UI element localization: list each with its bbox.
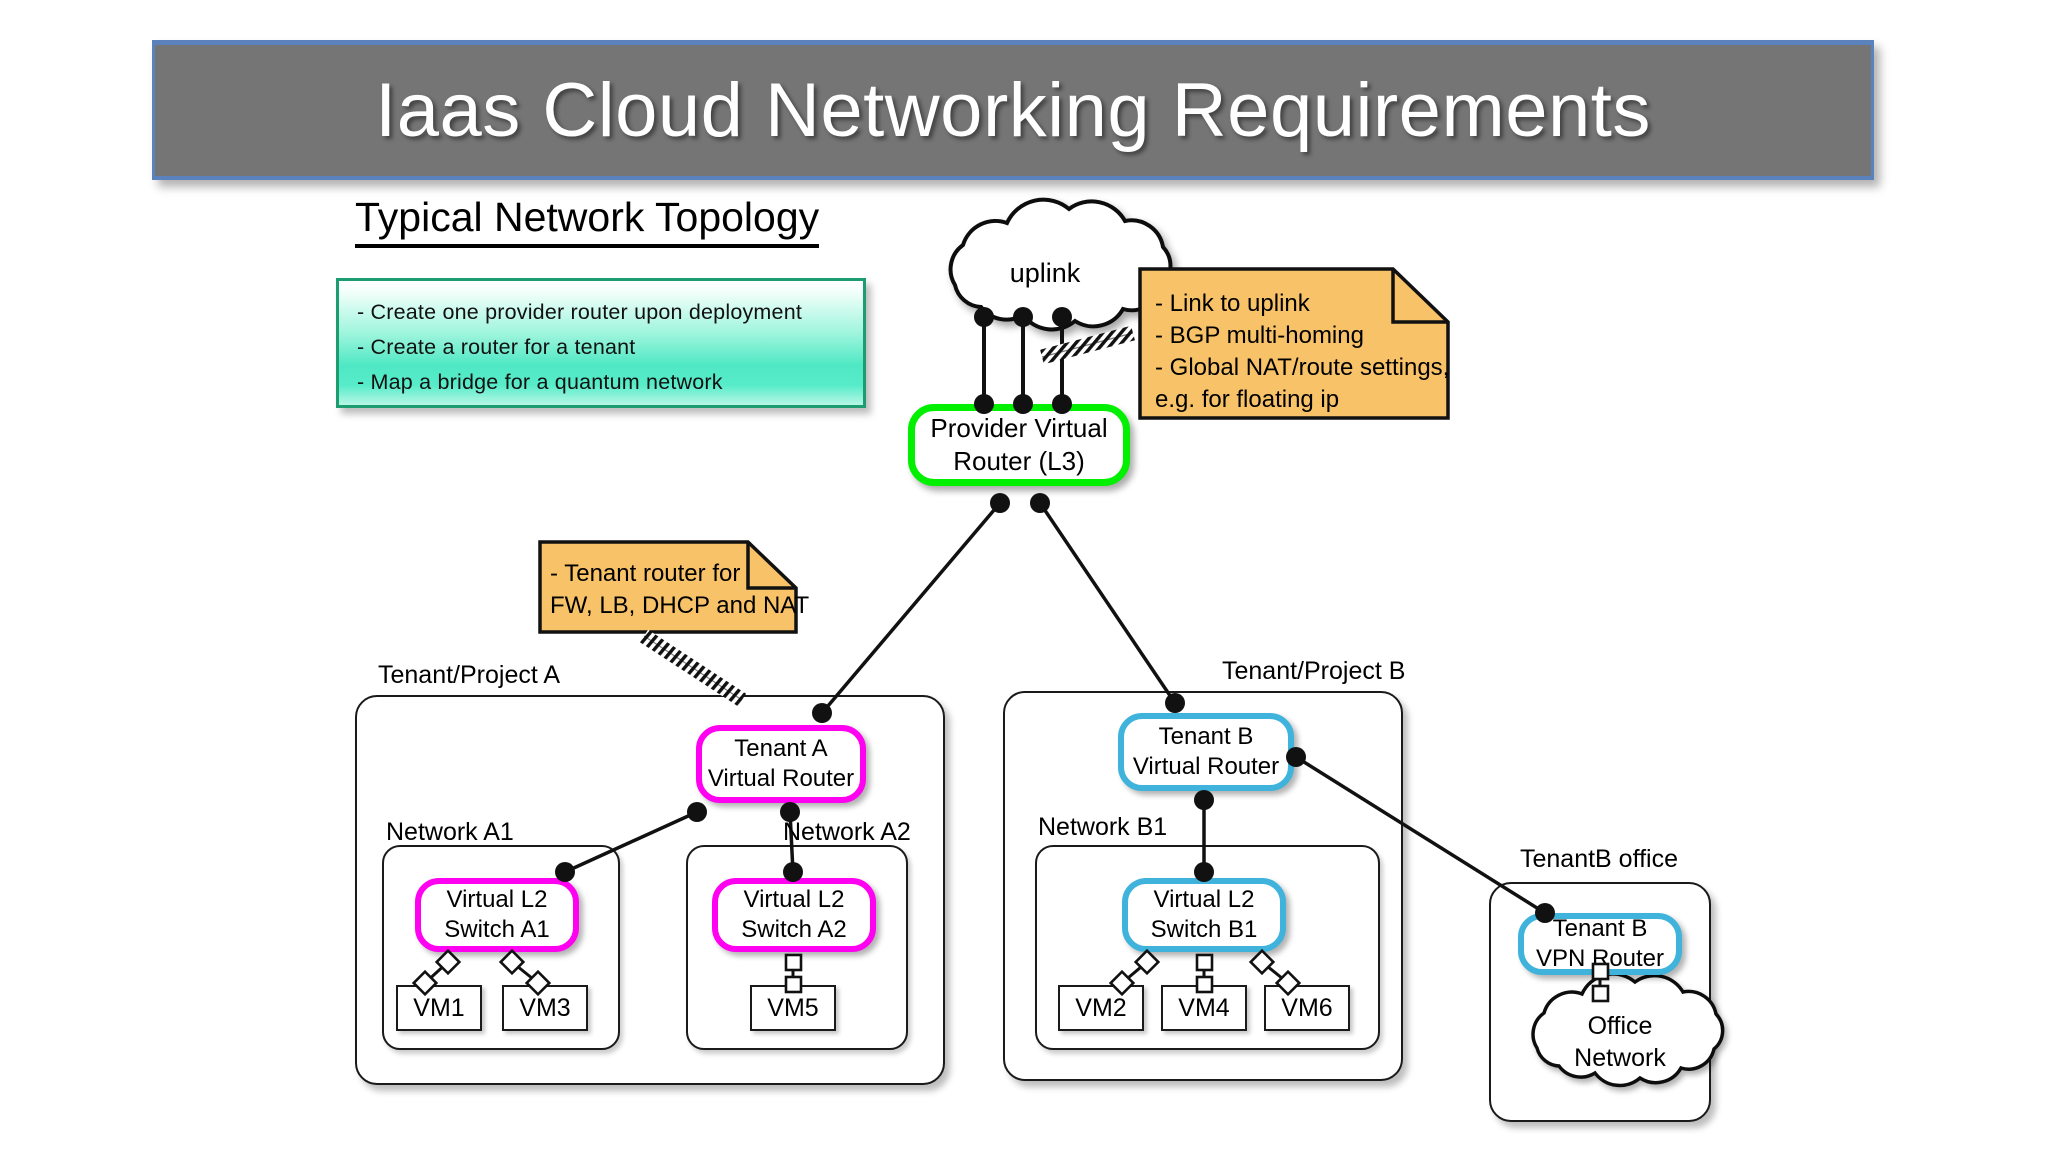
tenant-b-label: Tenant/Project B (1222, 657, 1406, 685)
vm-box-vm4[interactable]: VM4 (1161, 985, 1247, 1031)
vpn-router-line2: VPN Router (1535, 945, 1665, 972)
virtual-l2-switch-a2-node[interactable]: Virtual L2 Switch A2 (712, 878, 876, 952)
tenant-a-router-line1: Tenant A (734, 735, 828, 762)
switch-a1-line2: Switch A1 (444, 916, 550, 943)
tenant-router-note-line-2: FW, LB, DHCP and NAT (550, 592, 810, 619)
virtual-l2-switch-a1-node[interactable]: Virtual L2 Switch A1 (415, 878, 579, 952)
vm-box-vm2[interactable]: VM2 (1058, 985, 1144, 1031)
tenant-b-router-line2: Virtual Router (1132, 753, 1280, 780)
provider-router-line2: Router (L3) (953, 446, 1085, 476)
vm-box-vm3[interactable]: VM3 (502, 985, 588, 1031)
vm6-label: VM6 (1281, 993, 1333, 1022)
tenant-router-note-shape (538, 540, 798, 634)
uplink-note-line-2: - BGP multi-homing (1155, 322, 1364, 349)
title-banner: Iaas Cloud Networking Requirements (152, 40, 1874, 180)
callout-line-1: - Create one provider router upon deploy… (357, 300, 803, 324)
callout-line-2: - Create a router for a tenant (357, 334, 636, 359)
vpn-router-line1: Tenant B (1552, 915, 1648, 942)
network-b1-label: Network B1 (1038, 813, 1168, 841)
switch-a1-line1: Virtual L2 (446, 886, 548, 913)
vm1-label: VM1 (413, 993, 465, 1022)
callout-line-3: - Map a bridge for a quantum network (357, 369, 723, 394)
vm-box-vm5[interactable]: VM5 (750, 985, 836, 1031)
vm-box-vm6[interactable]: VM6 (1264, 985, 1350, 1031)
office-network-label-line1: Office (1587, 1012, 1653, 1040)
tenant-a-router-line2: Virtual Router (707, 765, 855, 792)
vm-box-vm1[interactable]: VM1 (396, 985, 482, 1031)
uplink-note-line-3: - Global NAT/route settings, (1155, 354, 1450, 381)
uplink-note-line-1: - Link to uplink (1155, 290, 1310, 317)
provider-router-line1: Provider Virtual (930, 413, 1108, 444)
network-a2-label: Network A2 (783, 818, 911, 846)
section-heading: Typical Network Topology (355, 194, 820, 248)
network-a1-label: Network A1 (386, 818, 514, 846)
vm2-label: VM2 (1075, 993, 1127, 1022)
tenant-a-virtual-router-node[interactable]: Tenant A Virtual Router (696, 725, 866, 803)
vm3-label: VM3 (519, 993, 571, 1022)
office-network-label-line2: Network (1574, 1044, 1666, 1072)
uplink-cloud-label: uplink (1009, 258, 1081, 288)
uplink-note-line-4: e.g. for floating ip (1155, 386, 1340, 413)
tenant-b-office-label: TenantB office (1520, 845, 1678, 873)
switch-a2-line2: Switch A2 (741, 916, 847, 943)
tenant-a-label: Tenant/Project A (378, 661, 561, 689)
tenant-b-router-line1: Tenant B (1158, 723, 1254, 750)
vm5-label: VM5 (767, 993, 819, 1022)
provider-virtual-router-node[interactable]: Provider Virtual Router (L3) (908, 404, 1130, 486)
tenant-b-virtual-router-node[interactable]: Tenant B Virtual Router (1118, 713, 1294, 791)
virtual-l2-switch-b1-node[interactable]: Virtual L2 Switch B1 (1122, 878, 1286, 952)
requirements-callout: - Create one provider router upon deploy… (336, 278, 866, 408)
office-network-cloud (1531, 972, 1725, 1088)
switch-b1-line1: Virtual L2 (1153, 886, 1255, 913)
vm4-label: VM4 (1178, 993, 1230, 1022)
uplink-note-shape (1138, 267, 1450, 420)
switch-b1-line2: Switch B1 (1150, 916, 1258, 943)
tenant-router-note-line-1: - Tenant router for (550, 560, 741, 587)
switch-a2-line1: Virtual L2 (743, 886, 845, 913)
tenant-b-vpn-router-node[interactable]: Tenant B VPN Router (1518, 913, 1682, 975)
page-title: Iaas Cloud Networking Requirements (375, 67, 1651, 153)
